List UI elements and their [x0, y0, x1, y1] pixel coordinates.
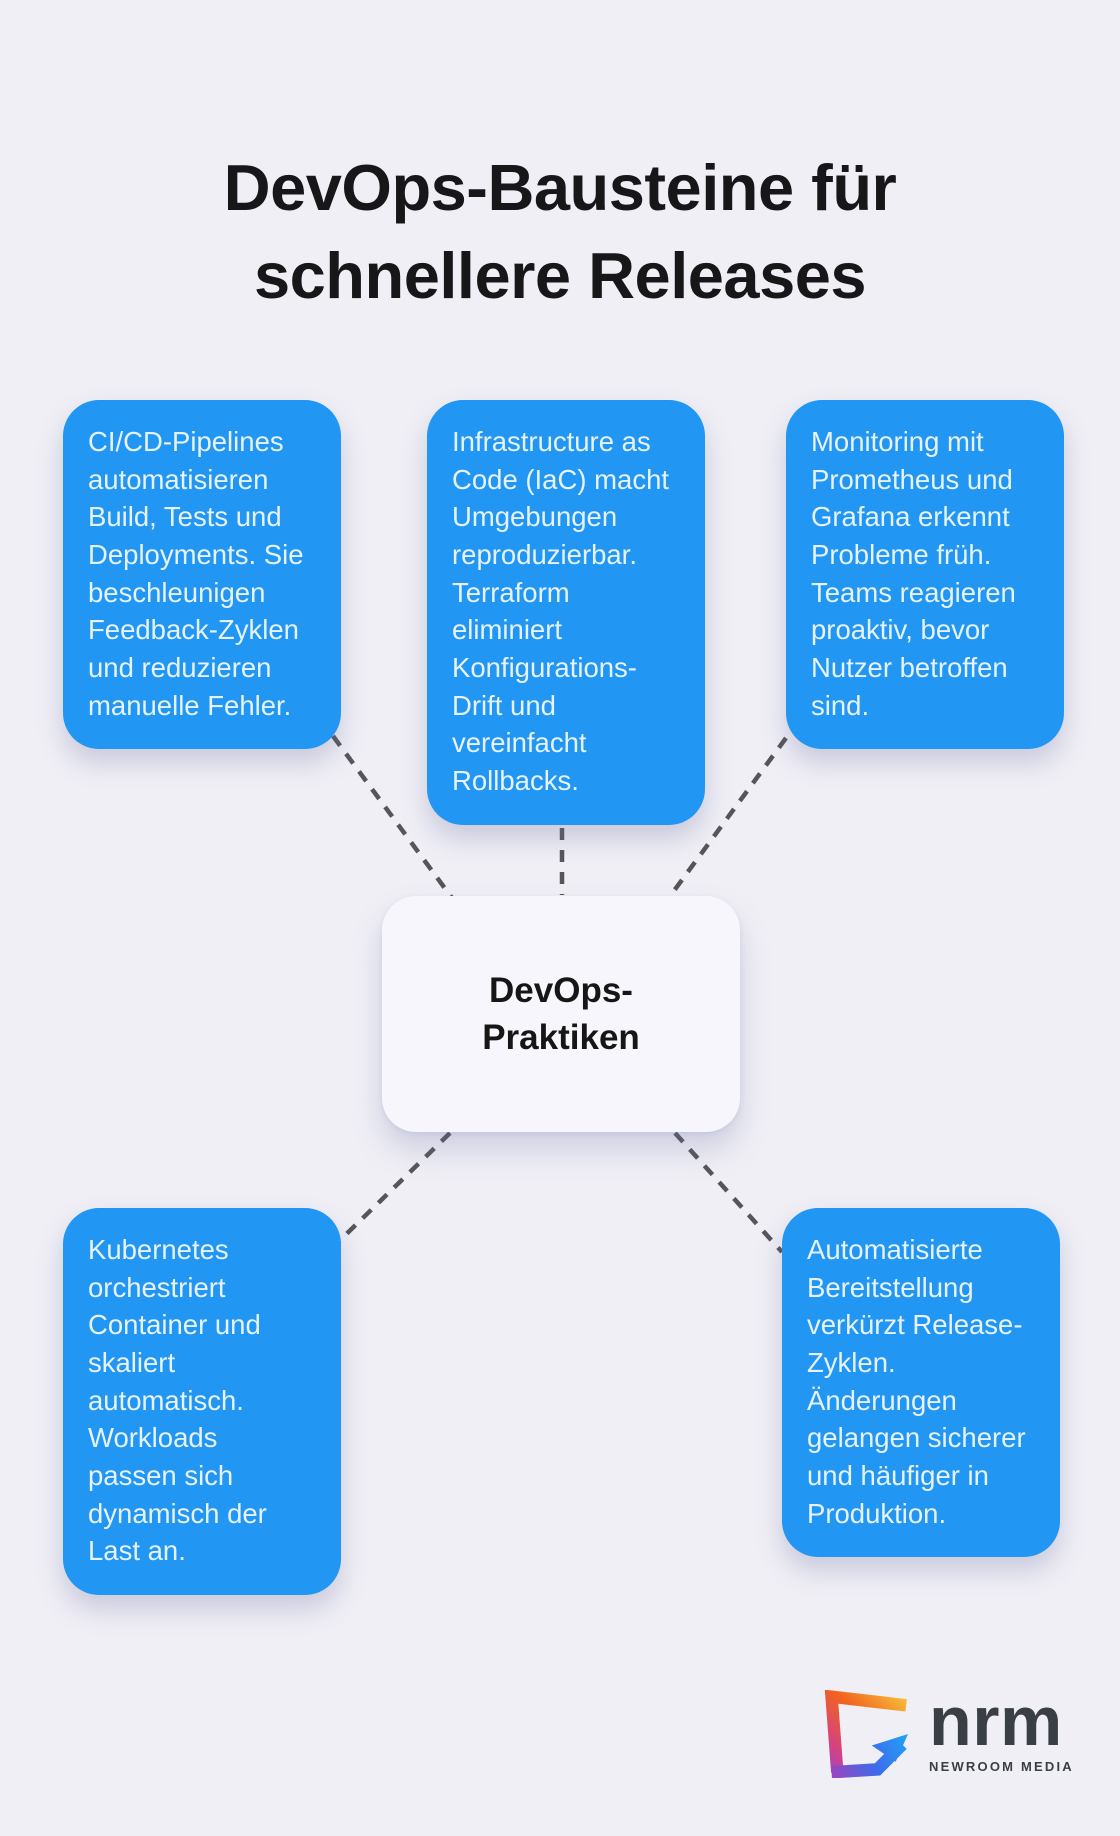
- page-title: DevOps-Bausteine für schnellere Releases: [223, 150, 897, 312]
- practice-card-automated-deployment: Automatisierte Bereitstellung verkürzt R…: [782, 1208, 1060, 1558]
- practice-card-cicd-pipelines: CI/CD-Pipelines automatisieren Build, Te…: [63, 400, 341, 750]
- logo-subtitle-text: NEWROOM MEDIA: [929, 1758, 1074, 1774]
- center-node-label: DevOps- Praktiken: [482, 970, 640, 1057]
- newroom-media-logo: nrm NEWROOM MEDIA: [818, 1682, 1074, 1778]
- newroom-media-logo-icon: [824, 1690, 909, 1778]
- connector-cicd-to-center: [331, 734, 454, 900]
- logo-brand-text: nrm: [929, 1682, 1063, 1761]
- practice-card-infrastructure-as-code: Infrastructure as Code (IaC) macht Umgeb…: [427, 400, 705, 825]
- practice-card-monitoring: Monitoring mit Prometheus und Grafana er…: [786, 400, 1064, 750]
- connector-center-to-kubernetes: [326, 1131, 452, 1254]
- connector-monitoring-to-center: [666, 736, 788, 901]
- practice-card-kubernetes: Kubernetes orchestriert Container und sk…: [63, 1208, 341, 1596]
- center-node-devops-praktiken: DevOps- Praktiken: [382, 896, 740, 1132]
- logo-text-block: nrm NEWROOM MEDIA: [929, 1682, 1074, 1774]
- connector-center-to-deployment: [673, 1131, 784, 1254]
